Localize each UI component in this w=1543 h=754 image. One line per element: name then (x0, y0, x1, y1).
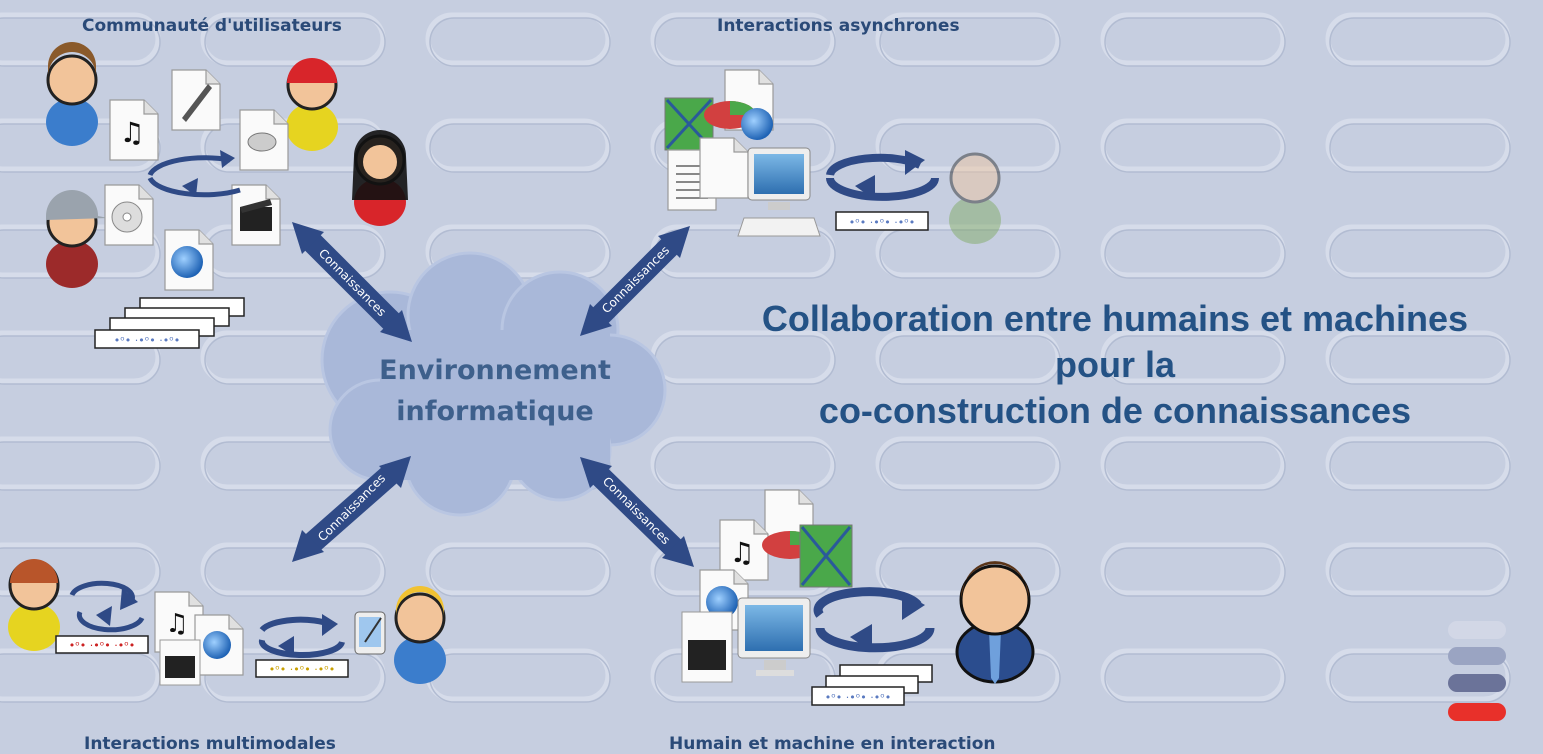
sound-doc-icon (239, 109, 289, 171)
arrow-bottom-left (292, 456, 411, 562)
music-doc-icon-3: ♫ (719, 519, 769, 581)
svg-text:♫: ♫ (165, 609, 188, 639)
annotation-strip-icon: •ᵒ• ·•ᵒ• ·•ᵒ• (94, 329, 200, 349)
user-red-cap-icon (284, 58, 340, 153)
clapper-doc-icon-2 (159, 639, 201, 686)
svg-text:•ᵒ• ·•ᵒ• ·•ᵒ•: •ᵒ• ·•ᵒ• ·•ᵒ• (114, 334, 181, 347)
music-doc-icon-2: ♫ (154, 591, 204, 653)
main-title: Collaboration entre humains et machines … (690, 296, 1540, 434)
arrow-top-right (580, 226, 690, 336)
user-cap-icon (44, 190, 108, 290)
music-doc-icon: ♫ (109, 99, 159, 161)
globe-doc-icon-3 (194, 614, 244, 676)
user-blond-icon (392, 586, 448, 686)
multimodal-illustration: •ᵒ• ·•ᵒ• ·•ᵒ• ♫ •ᵒ• ·•ᵒ• ·•ᵒ• (6, 559, 448, 686)
label-multimodal: Interactions multimodales (84, 734, 336, 754)
clapper-doc-icon (231, 184, 281, 246)
label-async: Interactions asynchrones (717, 16, 960, 36)
async-illustration: •ᵒ• ·•ᵒ• ·•ᵒ• (664, 69, 1003, 246)
community-illustration: ♫ •ᵒ• ·•ᵒ• ·•ᵒ• (44, 42, 408, 349)
cloud-label-line2: informatique (396, 395, 594, 427)
tablet-icon (354, 611, 386, 655)
arrow-bottom-right (580, 457, 694, 567)
arrow-top-left (292, 222, 412, 342)
svg-text:•ᵒ• ·•ᵒ• ·•ᵒ•: •ᵒ• ·•ᵒ• ·•ᵒ• (849, 216, 916, 229)
chart-doc-icon-2 (799, 524, 853, 588)
text-doc-icon (667, 149, 717, 211)
title-line1: Collaboration entre humains et machines (761, 298, 1469, 339)
globe-doc-icon-4 (699, 569, 749, 631)
user-businessman-icon (955, 561, 1035, 684)
svg-text:•ᵒ• ·•ᵒ• ·•ᵒ•: •ᵒ• ·•ᵒ• ·•ᵒ• (269, 663, 336, 676)
stripe-3 (1448, 674, 1506, 692)
paint-doc-icon (171, 69, 221, 131)
svg-text:♫: ♫ (119, 116, 144, 149)
annotation-strip-icon-2: •ᵒ• ·•ᵒ• ·•ᵒ• (835, 211, 929, 231)
cd-doc-icon (104, 184, 154, 246)
svg-text:•ᵒ• ·•ᵒ• ·•ᵒ•: •ᵒ• ·•ᵒ• ·•ᵒ• (825, 691, 892, 704)
label-human-machine: Humain et machine en interaction (669, 734, 996, 754)
cloud-label-line1: Environnement (379, 355, 611, 386)
stripe-4 (1448, 703, 1506, 721)
clapper-doc-icon-3 (681, 611, 733, 683)
stripe-2 (1448, 647, 1506, 665)
computer-icon-2 (737, 597, 811, 676)
user-headset-icon (44, 42, 100, 148)
user-headset-icon-2 (6, 559, 62, 653)
globe-doc-icon (164, 229, 214, 291)
svg-text:♫: ♫ (729, 536, 754, 569)
title-line3: co-construction de connaissances (818, 390, 1412, 432)
svg-text:•ᵒ• ·•ᵒ• ·•ᵒ•: •ᵒ• ·•ᵒ• ·•ᵒ• (69, 639, 136, 652)
human-machine-illustration: ♫ •ᵒ• ·•ᵒ• ·•ᵒ• (681, 489, 1035, 706)
annotation-strip-icon-3: •ᵒ• ·•ᵒ• ·•ᵒ• (811, 686, 905, 706)
stripe-1 (1448, 621, 1506, 639)
cloud-label: Environnement informatique (350, 351, 640, 432)
label-community: Communauté d'utilisateurs (82, 16, 342, 36)
title-line2: pour la (1054, 344, 1175, 386)
coffee-doc-icon (699, 137, 749, 199)
globe-doc-icon-2 (741, 108, 773, 140)
user-woman-icon (352, 130, 408, 228)
computer-icon (737, 147, 821, 237)
